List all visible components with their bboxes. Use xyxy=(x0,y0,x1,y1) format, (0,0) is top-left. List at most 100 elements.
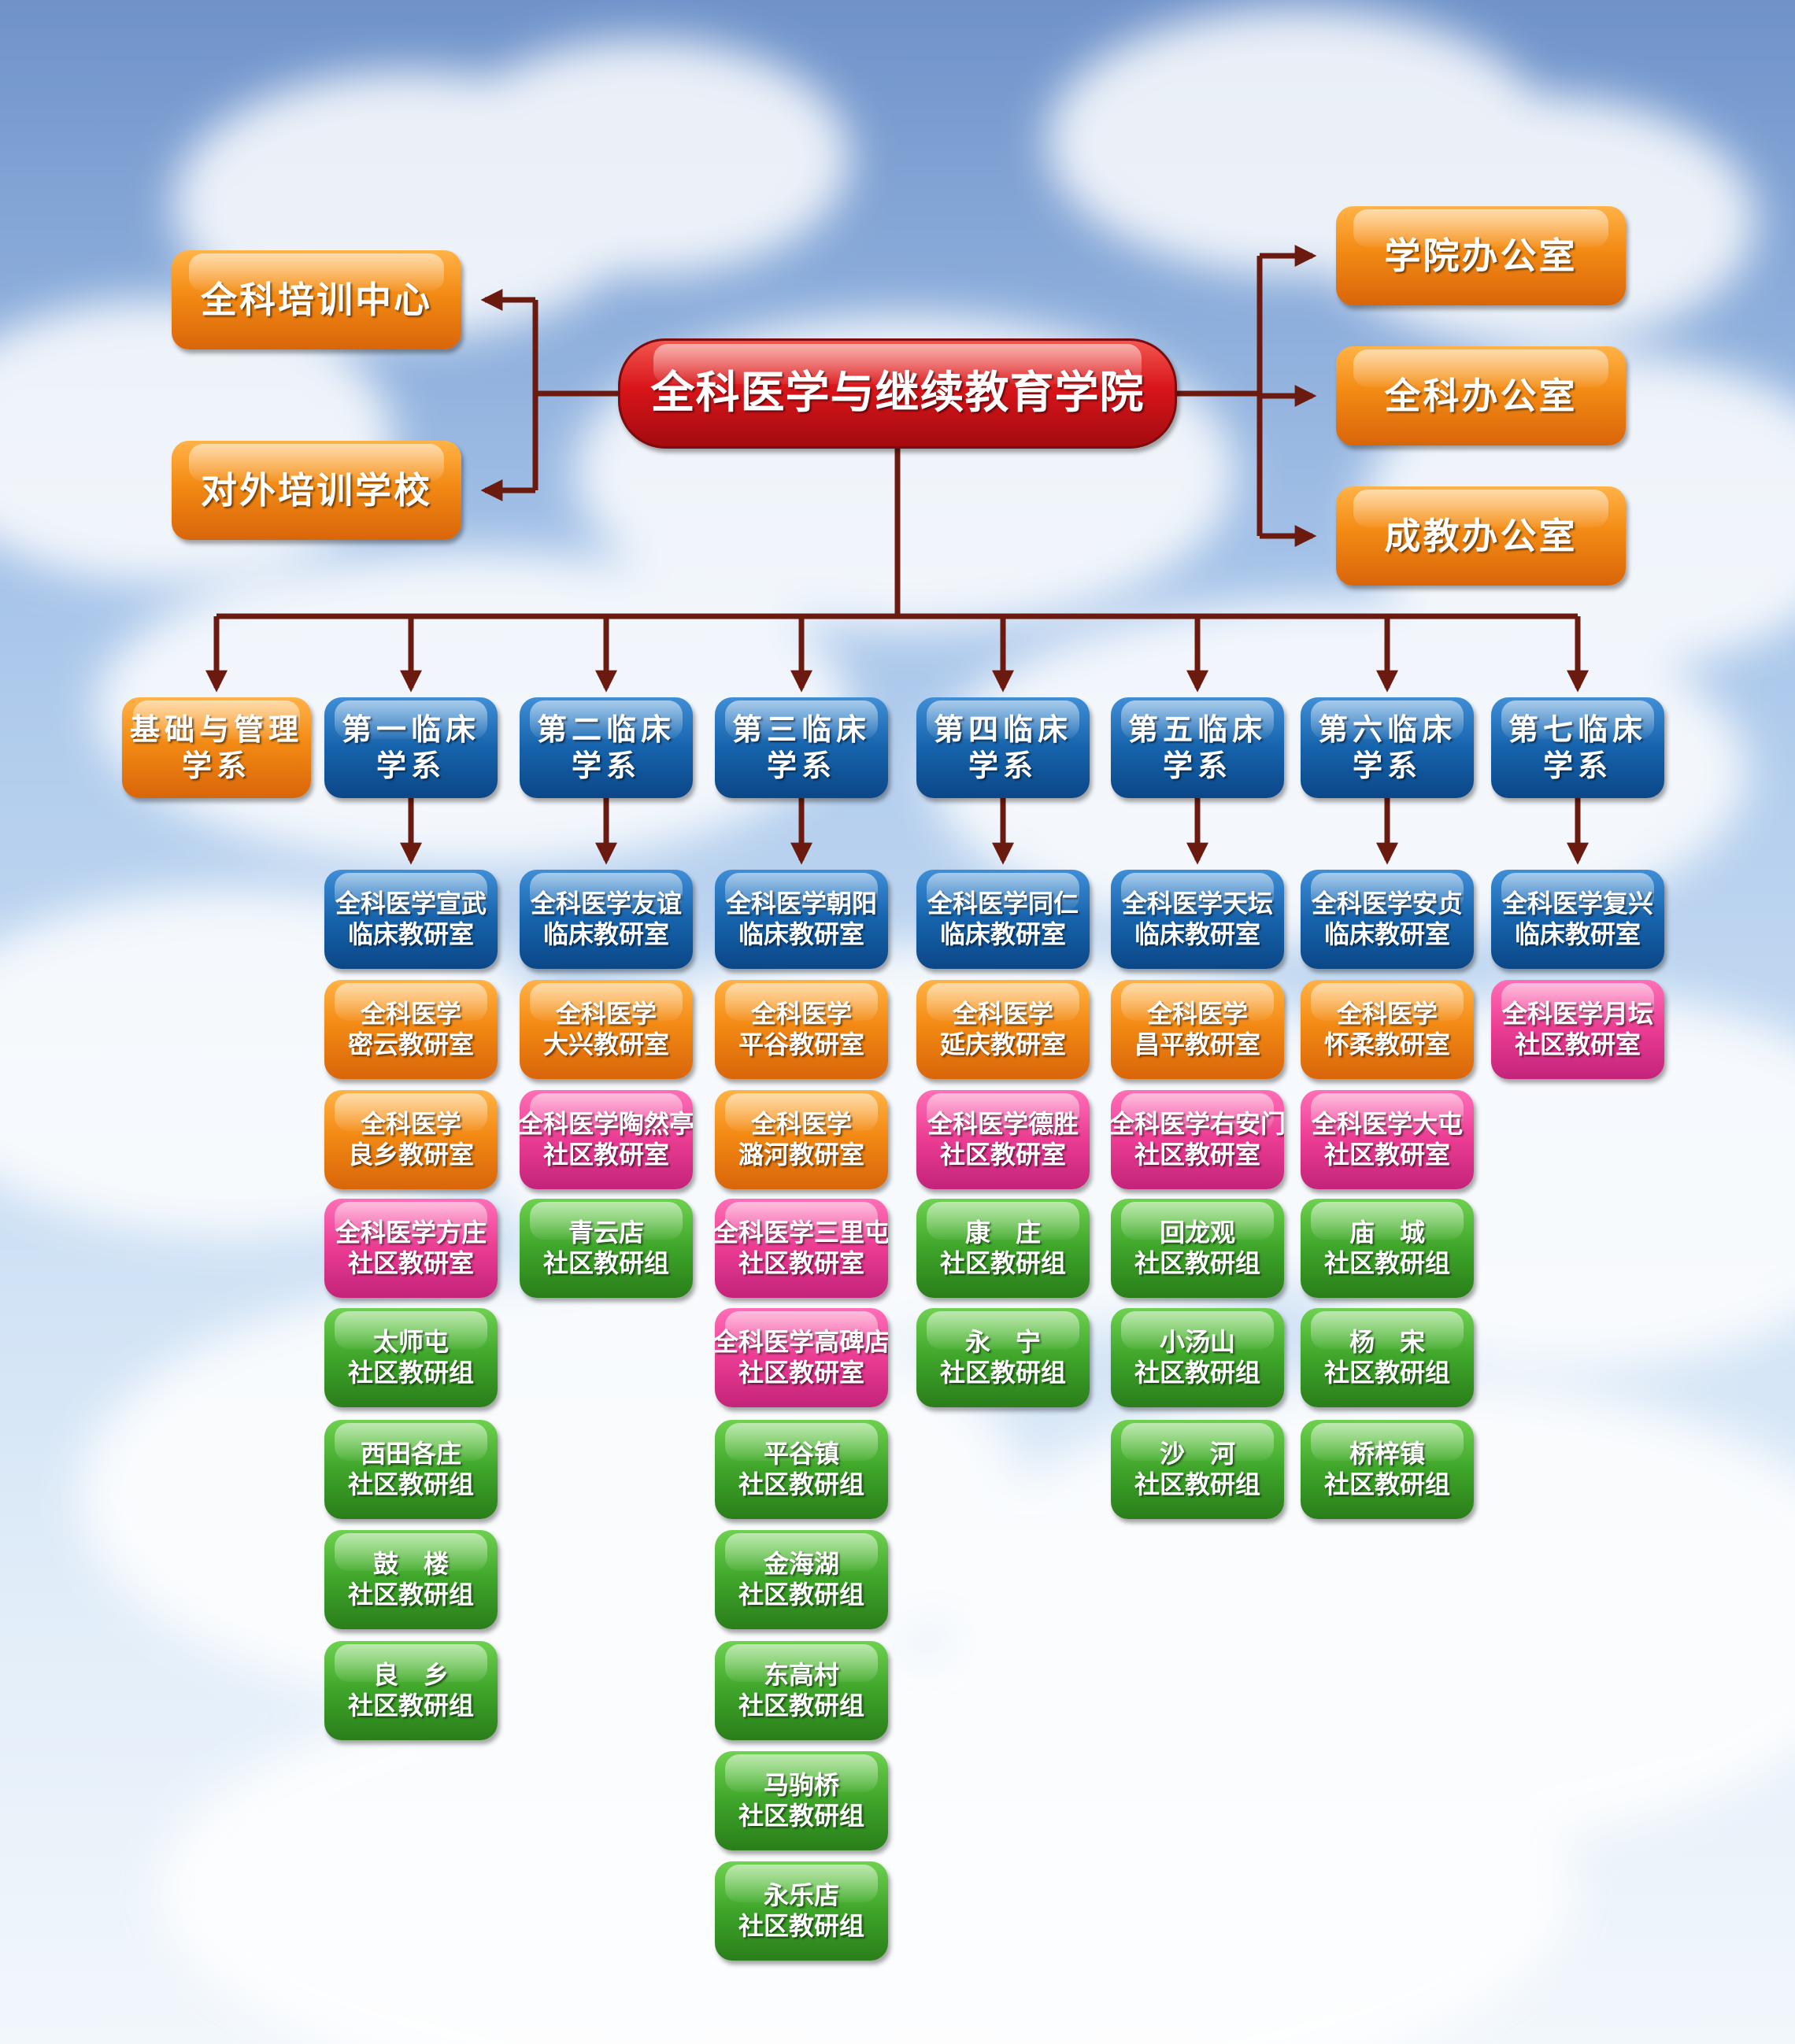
box-text: 平谷镇社区教研组 xyxy=(715,1420,888,1519)
unit-4-9: 马驹桥社区教研组 xyxy=(715,1751,888,1850)
box-text: 第七临床学系 xyxy=(1491,697,1664,798)
unit-4-9-line-1: 马驹桥 xyxy=(763,1769,839,1800)
root-node: 全科医学与继续教育学院 xyxy=(618,338,1177,449)
box-highlight xyxy=(1121,1202,1274,1240)
unit-4-3: 全科医学潞河教研室 xyxy=(715,1090,888,1189)
box-highlight xyxy=(1353,490,1608,527)
box-highlight xyxy=(335,1093,487,1131)
unit-6-3: 全科医学右安门社区教研室 xyxy=(1111,1090,1284,1189)
unit-6-5-line-1: 小汤山 xyxy=(1159,1326,1235,1357)
box-highlight xyxy=(335,1644,487,1682)
box-highlight xyxy=(1501,700,1654,739)
unit-7-4-line-2: 社区教研组 xyxy=(1323,1248,1450,1278)
unit-3-4-line-1: 青云店 xyxy=(568,1217,644,1247)
department-3-line-2: 学系 xyxy=(571,748,641,783)
right-unit-3-line-1: 成教办公室 xyxy=(1384,514,1578,557)
department-8-line-2: 学系 xyxy=(1542,748,1612,783)
box-text: 全科办公室 xyxy=(1336,346,1626,445)
box-text: 全科医学朝阳临床教研室 xyxy=(715,870,888,969)
box-highlight xyxy=(725,1311,878,1349)
unit-7-2-line-1: 全科医学 xyxy=(1336,998,1438,1029)
unit-5-4-line-1: 康 庄 xyxy=(964,1217,1041,1247)
unit-3-3-line-1: 全科医学陶然亭 xyxy=(520,1108,693,1139)
box-highlight xyxy=(927,1311,1079,1349)
unit-3-4: 青云店社区教研组 xyxy=(520,1199,693,1298)
box-highlight xyxy=(1311,873,1464,911)
box-text: 全科医学陶然亭社区教研室 xyxy=(520,1090,693,1189)
unit-2-7: 鼓 楼社区教研组 xyxy=(324,1530,498,1629)
box-text: 对外培训学校 xyxy=(172,441,461,540)
unit-4-10-line-1: 永乐店 xyxy=(763,1880,839,1910)
box-highlight xyxy=(1121,1311,1274,1349)
unit-6-1: 全科医学天坛临床教研室 xyxy=(1111,870,1284,969)
box-text: 全科医学安贞临床教研室 xyxy=(1301,870,1474,969)
box-text: 鼓 楼社区教研组 xyxy=(324,1530,498,1629)
box-text: 青云店社区教研组 xyxy=(520,1199,693,1298)
unit-5-2: 全科医学延庆教研室 xyxy=(916,980,1090,1079)
box-highlight xyxy=(1121,983,1274,1021)
unit-2-4: 全科医学方庄社区教研室 xyxy=(324,1199,498,1298)
unit-4-2-line-1: 全科医学 xyxy=(750,998,852,1029)
unit-6-1-line-2: 临床教研室 xyxy=(1134,919,1260,949)
unit-4-4: 全科医学三里屯社区教研室 xyxy=(715,1199,888,1298)
unit-6-2-line-1: 全科医学 xyxy=(1146,998,1248,1029)
box-highlight xyxy=(653,344,1142,384)
box-text: 全科医学平谷教研室 xyxy=(715,980,888,1079)
unit-2-6-line-2: 社区教研组 xyxy=(347,1469,474,1499)
unit-2-3-line-1: 全科医学 xyxy=(360,1108,461,1139)
box-highlight xyxy=(335,1423,487,1461)
box-text: 基础与管理学系 xyxy=(122,697,311,798)
left-unit-1-line-1: 全科培训中心 xyxy=(201,278,432,321)
box-text: 东高村社区教研组 xyxy=(715,1641,888,1740)
box-highlight xyxy=(1121,1093,1274,1131)
box-highlight xyxy=(927,1202,1079,1240)
box-text: 全科医学大屯社区教研室 xyxy=(1301,1090,1474,1189)
right-unit-1-line-1: 学院办公室 xyxy=(1384,234,1578,277)
box-highlight xyxy=(1501,873,1654,911)
unit-4-8-line-1: 东高村 xyxy=(763,1659,839,1690)
box-highlight xyxy=(189,253,444,291)
box-highlight xyxy=(1121,873,1274,911)
department-4-line-1: 第三临床 xyxy=(731,712,871,747)
root-node-line-1: 全科医学与继续教育学院 xyxy=(650,367,1145,419)
box-highlight xyxy=(725,1423,878,1461)
unit-4-1-line-1: 全科医学朝阳 xyxy=(725,888,877,919)
unit-5-4-line-2: 社区教研组 xyxy=(939,1248,1066,1278)
box-highlight xyxy=(335,873,487,911)
unit-3-3-line-2: 社区教研室 xyxy=(542,1140,669,1170)
box-highlight xyxy=(1501,983,1654,1021)
unit-6-6: 沙 河社区教研组 xyxy=(1111,1420,1284,1519)
box-highlight xyxy=(725,1865,878,1902)
box-text: 沙 河社区教研组 xyxy=(1111,1420,1284,1519)
box-text: 桥梓镇社区教研组 xyxy=(1301,1420,1474,1519)
unit-2-1-line-1: 全科医学宣武 xyxy=(335,888,487,919)
box-highlight xyxy=(1311,700,1464,739)
unit-4-7-line-2: 社区教研组 xyxy=(738,1580,864,1610)
unit-7-6-line-2: 社区教研组 xyxy=(1323,1469,1450,1499)
unit-4-2: 全科医学平谷教研室 xyxy=(715,980,888,1079)
unit-2-2-line-2: 密云教研室 xyxy=(347,1029,474,1059)
unit-2-8-line-1: 良 乡 xyxy=(372,1659,449,1690)
box-text: 金海湖社区教研组 xyxy=(715,1530,888,1629)
box-text: 全科医学高碑店社区教研室 xyxy=(715,1308,888,1407)
unit-3-2-line-1: 全科医学 xyxy=(555,998,657,1029)
unit-7-1-line-2: 临床教研室 xyxy=(1323,919,1450,949)
unit-8-1: 全科医学复兴临床教研室 xyxy=(1491,870,1664,969)
unit-7-5-line-1: 杨 宋 xyxy=(1349,1326,1425,1357)
unit-5-3-line-2: 社区教研室 xyxy=(939,1140,1066,1170)
right-unit-2: 全科办公室 xyxy=(1336,346,1626,445)
box-text: 全科医学昌平教研室 xyxy=(1111,980,1284,1079)
unit-7-3-line-2: 社区教研室 xyxy=(1323,1140,1450,1170)
unit-6-6-line-2: 社区教研组 xyxy=(1134,1469,1260,1499)
unit-6-4: 回龙观社区教研组 xyxy=(1111,1199,1284,1298)
unit-3-1-line-2: 临床教研室 xyxy=(542,919,669,949)
unit-6-5-line-2: 社区教研组 xyxy=(1134,1358,1260,1388)
unit-5-1: 全科医学同仁临床教研室 xyxy=(916,870,1090,969)
unit-2-4-line-2: 社区教研室 xyxy=(347,1248,474,1278)
box-text: 西田各庄社区教研组 xyxy=(324,1420,498,1519)
department-1: 基础与管理学系 xyxy=(122,697,311,798)
unit-4-7: 金海湖社区教研组 xyxy=(715,1530,888,1629)
unit-2-3: 全科医学良乡教研室 xyxy=(324,1090,498,1189)
box-text: 全科医学月坛社区教研室 xyxy=(1491,980,1664,1079)
